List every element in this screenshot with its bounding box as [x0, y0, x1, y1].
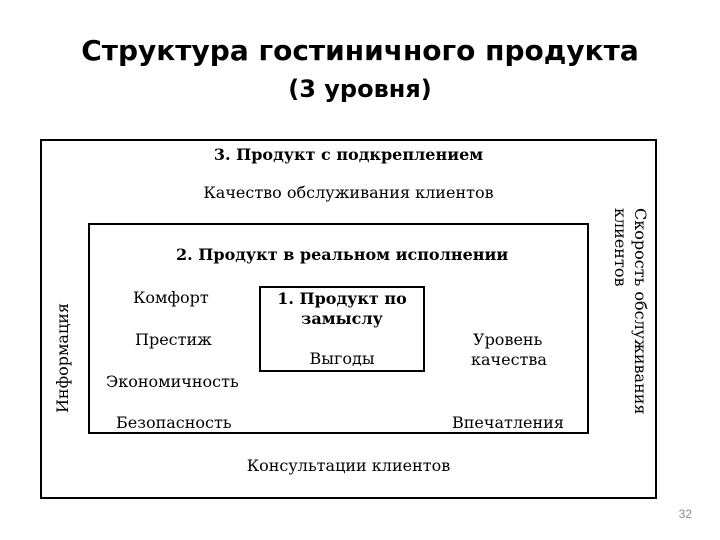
- level2-impressions: Впечатления: [452, 413, 564, 432]
- level2-comfort: Комфорт: [133, 288, 209, 307]
- level3-service-speed-line2: клиентов: [611, 208, 630, 287]
- level2-quality-line2: качества: [471, 350, 547, 369]
- level1-benefits: Выгоды: [309, 349, 375, 368]
- level3-heading: 3. Продукт с подкреплением: [213, 145, 484, 164]
- level2-heading: 2. Продукт в реальном исполнении: [176, 245, 509, 264]
- level3-consultations: Консультации клиентов: [246, 456, 451, 475]
- level3-box: [40, 139, 657, 499]
- level3-service-quality: Качество обслуживания клиентов: [203, 183, 494, 202]
- level1-box: [259, 286, 425, 372]
- slide-title: Структура гостиничного продукта: [81, 34, 639, 67]
- level3-information: Информация: [53, 302, 72, 414]
- level3-service-speed: Скорость обслуживания клиентов: [610, 208, 650, 428]
- level2-prestige: Престиж: [135, 330, 212, 349]
- level2-safety: Безопасность: [116, 413, 232, 432]
- level3-service-speed-line1: Скорость обслуживания: [631, 208, 650, 415]
- level2-economy: Экономичность: [106, 372, 239, 391]
- level2-quality-line1: Уровень: [473, 330, 543, 349]
- slide-subtitle: (3 уровня): [288, 75, 432, 103]
- level1-heading-line1: 1. Продукт по: [277, 289, 407, 308]
- slide-page-number: 32: [678, 507, 692, 521]
- level2-box: [88, 223, 589, 434]
- level1-heading-line2: замыслу: [301, 309, 383, 328]
